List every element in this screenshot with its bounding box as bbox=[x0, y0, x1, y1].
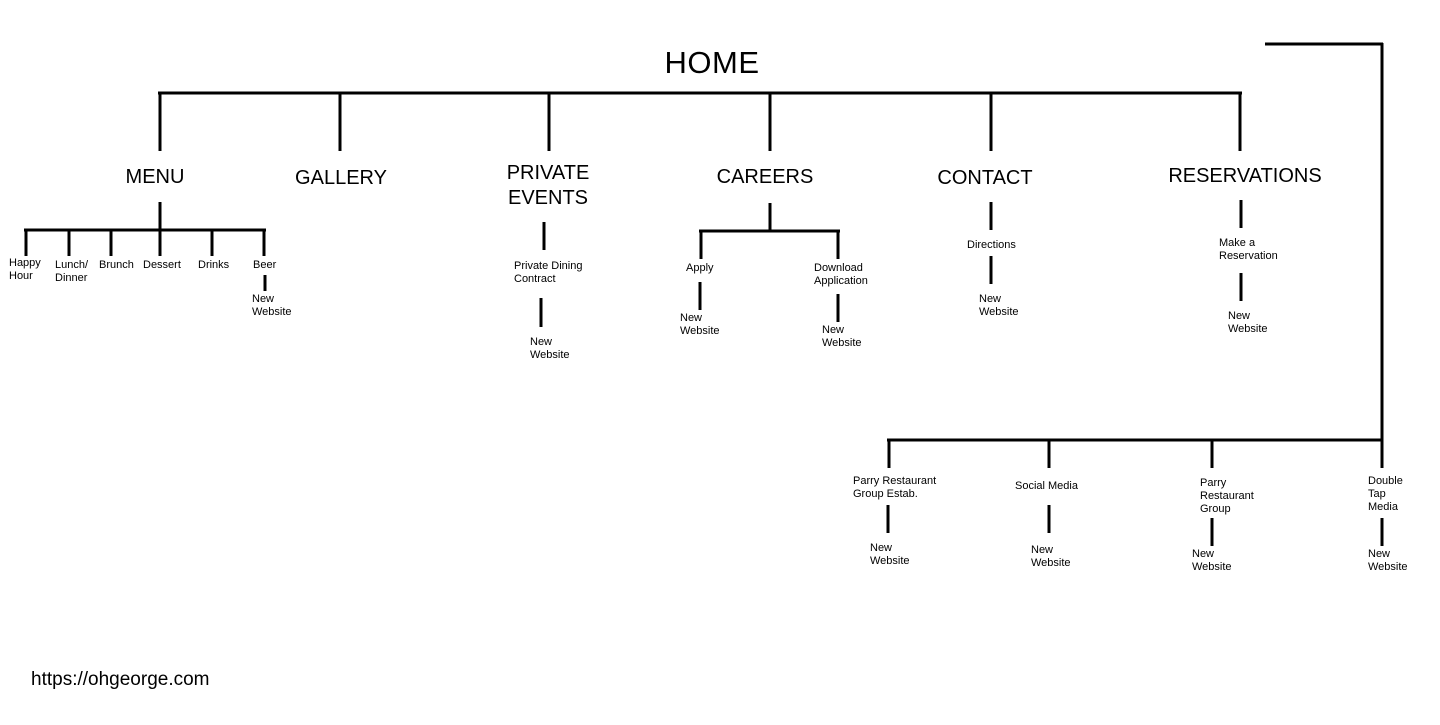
private-events-node: PRIVATE EVENTS bbox=[506, 162, 590, 209]
social-media-new-website: New Website bbox=[1031, 544, 1071, 569]
menu-item-happy-hour: Happy Hour bbox=[9, 257, 41, 282]
apply-node: Apply bbox=[686, 262, 714, 274]
directions-node: Directions bbox=[967, 239, 1016, 251]
parry-group-new-website: New Website bbox=[1192, 548, 1232, 573]
double-tap-media-node: Double Tap Media bbox=[1368, 475, 1403, 513]
parry-group-node: Parry Restaurant Group bbox=[1200, 477, 1254, 515]
private-dining-new-website: New Website bbox=[530, 336, 570, 361]
parry-estab-node: Parry Restaurant Group Estab. bbox=[853, 475, 937, 500]
menu-item-lunch-dinner: Lunch/ Dinner bbox=[55, 259, 89, 284]
beer-new-website: New Website bbox=[252, 293, 292, 318]
menu-item-dessert: Dessert bbox=[143, 259, 181, 271]
menu-item-brunch: Brunch bbox=[99, 259, 134, 271]
home-node: HOME bbox=[664, 45, 760, 80]
reservations-node: RESERVATIONS bbox=[1168, 165, 1322, 187]
social-media-node: Social Media bbox=[1015, 480, 1078, 492]
directions-new-website: New Website bbox=[979, 293, 1019, 318]
contact-node: CONTACT bbox=[937, 167, 1033, 189]
reservation-new-website: New Website bbox=[1228, 310, 1268, 335]
gallery-node: GALLERY bbox=[295, 167, 387, 189]
parry-estab-new-website: New Website bbox=[870, 542, 910, 567]
menu-item-drinks: Drinks bbox=[198, 259, 230, 271]
download-application-new-website: New Website bbox=[822, 324, 862, 349]
footer-url[interactable]: https://ohgeorge.com bbox=[31, 669, 210, 690]
apply-new-website: New Website bbox=[680, 312, 720, 337]
private-dining-contract-node: Private Dining Contract bbox=[514, 260, 583, 285]
download-application-node: Download Application bbox=[814, 262, 868, 287]
menu-node: MENU bbox=[125, 166, 185, 188]
make-reservation-node: Make a Reservation bbox=[1219, 237, 1278, 262]
careers-node: CAREERS bbox=[716, 166, 814, 188]
double-tap-new-website: New Website bbox=[1368, 548, 1408, 573]
menu-item-beer: Beer bbox=[253, 259, 277, 271]
